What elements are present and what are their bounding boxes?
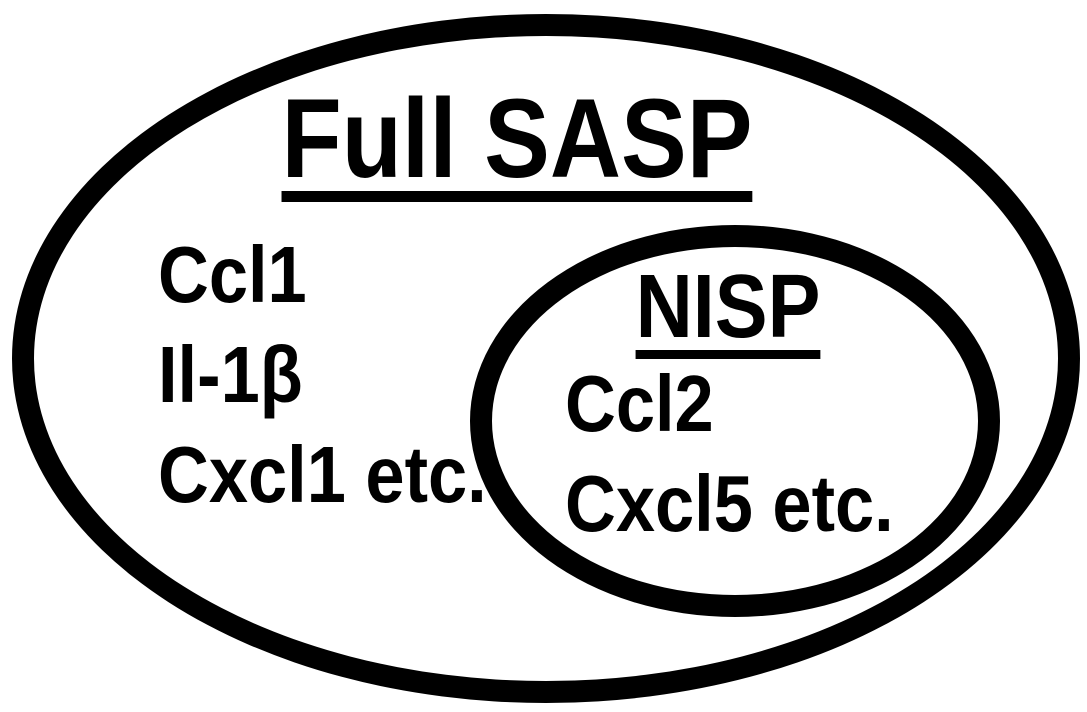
outer-set-title: Full SASP: [281, 76, 753, 203]
outer-set-item: Il-1β: [158, 330, 303, 419]
outer-set-item: Cxcl1 etc.: [158, 430, 487, 519]
outer-set-item-list: Ccl1 Il-1β Cxcl1 etc.: [158, 225, 487, 525]
inner-set-item: Cxcl5 etc.: [565, 459, 894, 548]
inner-set-title: NISP: [635, 257, 821, 359]
outer-set-item: Ccl1: [158, 230, 307, 319]
inner-set-item-list: Ccl2 Cxcl5 etc.: [565, 354, 894, 554]
inner-set-item: Ccl2: [565, 359, 714, 448]
